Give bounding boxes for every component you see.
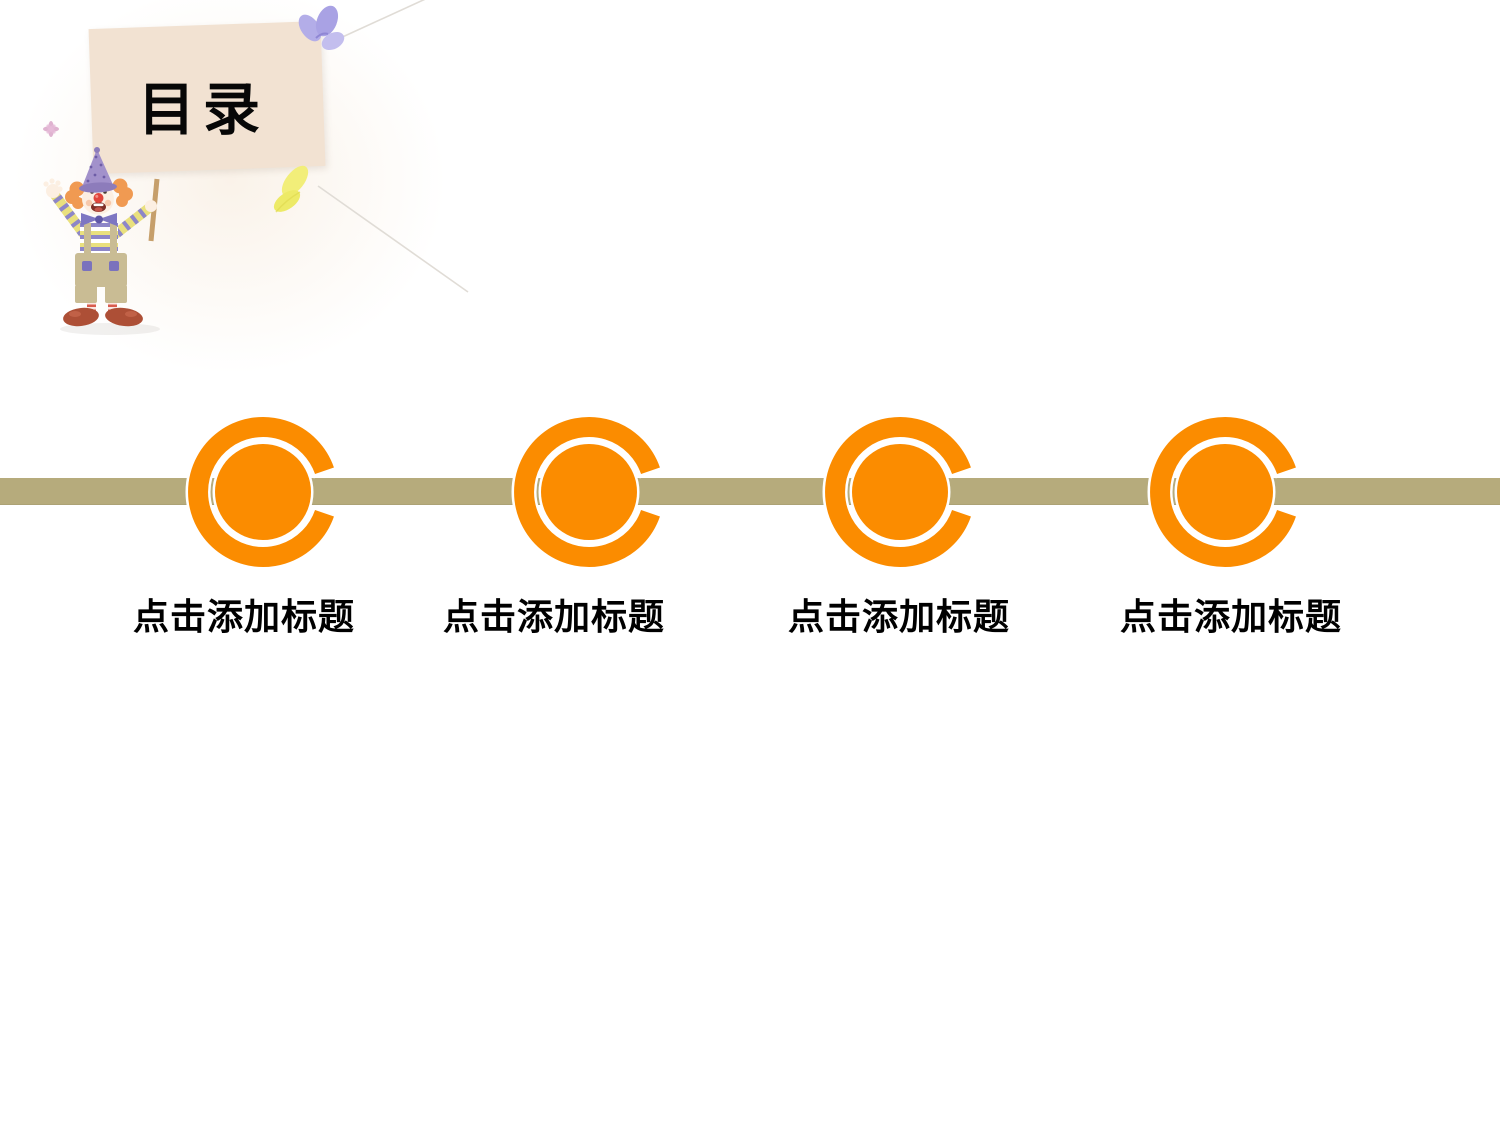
purple-butterfly-icon [298,5,345,51]
clown-illustration [43,147,160,335]
toc-title-placeholder-4[interactable]: 点击添加标题 [1120,596,1343,637]
toc-node-2[interactable] [509,412,669,572]
c-ring-icon [1147,414,1300,570]
toc-node-4[interactable] [1145,412,1305,572]
c-ring-icon [511,414,664,570]
toc-title-placeholder-1[interactable]: 点击添加标题 [133,596,356,637]
yellow-butterfly-icon [273,165,309,213]
c-ring-icon [185,414,338,570]
pink-sparkle-icon [43,121,59,137]
toc-node-1[interactable] [183,412,343,572]
toc-title-placeholder-2[interactable]: 点击添加标题 [443,596,666,637]
toc-title-placeholder-3[interactable]: 点击添加标题 [788,596,1011,637]
c-ring-icon [822,414,975,570]
page-title[interactable]: 目录 [138,78,268,142]
toc-node-3[interactable] [820,412,980,572]
